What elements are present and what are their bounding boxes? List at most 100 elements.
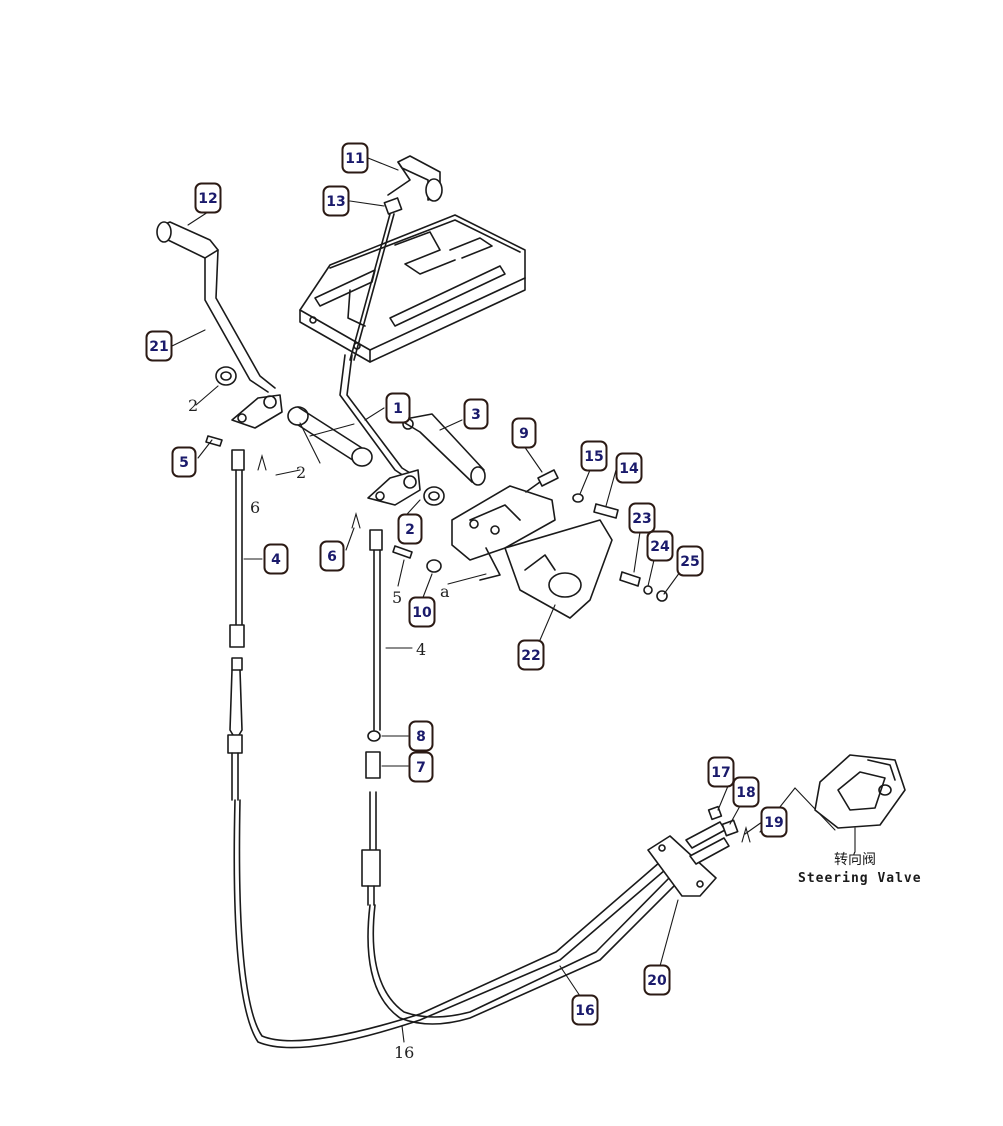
leader-lines — [171, 157, 763, 1043]
callout-17: 17 — [707, 756, 735, 788]
rod-left — [227, 449, 245, 801]
steering-valve-label-en: Steering Valve — [798, 871, 922, 886]
plain-label-5: 5 — [392, 588, 402, 607]
callout-number: 13 — [326, 194, 345, 210]
callout-number: 1 — [393, 401, 403, 417]
callout-10: 10 — [408, 596, 436, 628]
callout-number: 6 — [327, 549, 337, 565]
callout-13: 13 — [322, 185, 350, 217]
callout-number: 8 — [416, 729, 426, 745]
callout-12: 12 — [194, 182, 222, 214]
callout-box — [707, 756, 735, 788]
callout-14: 14 — [615, 452, 643, 484]
callout-box — [322, 185, 350, 217]
callout-box — [408, 720, 434, 752]
callout-box — [571, 994, 599, 1026]
callout-box — [171, 446, 197, 478]
cable-ends — [685, 787, 836, 865]
callout-number: 16 — [575, 1003, 594, 1019]
callout-8: 8 — [408, 720, 434, 752]
callout-box — [341, 142, 369, 174]
callout-25: 25 — [676, 545, 704, 577]
shaft-3 — [399, 413, 486, 486]
callout-box — [145, 330, 173, 362]
callout-box — [263, 543, 289, 575]
callout-number: 20 — [647, 973, 667, 989]
callout-6: 6 — [319, 540, 345, 572]
callout-19: 19 — [760, 806, 788, 838]
callout-3: 3 — [463, 398, 489, 430]
callout-1: 1 — [385, 392, 411, 424]
callout-number: 19 — [764, 815, 783, 831]
callout-number: 24 — [650, 539, 670, 555]
callout-15: 15 — [580, 440, 608, 472]
callout-20: 20 — [643, 964, 671, 996]
callout-box — [397, 513, 423, 545]
console-cover — [299, 214, 526, 363]
callout-9: 9 — [511, 417, 537, 449]
callout-number: 7 — [416, 760, 426, 776]
rod-center — [361, 529, 383, 906]
callout-box — [517, 639, 545, 671]
callout-11: 11 — [341, 142, 369, 174]
callout-number: 23 — [632, 511, 651, 527]
callout-number: 5 — [179, 455, 189, 471]
callout-box — [628, 502, 656, 534]
steering-valve — [814, 754, 906, 853]
callout-5: 5 — [171, 446, 197, 478]
callout-24: 24 — [646, 530, 674, 562]
callout-number: 22 — [521, 648, 540, 664]
callout-number: 21 — [149, 339, 168, 355]
callout-number: 9 — [519, 426, 529, 442]
plain-label-2-left: 2 — [188, 396, 198, 415]
bushings-2 — [215, 366, 445, 506]
callout-box — [194, 182, 222, 214]
callout-number: 3 — [471, 407, 481, 423]
steering-valve-label-cn: 转向阀 — [834, 852, 876, 868]
callout-4: 4 — [263, 543, 289, 575]
callout-box — [646, 530, 674, 562]
callout-box — [643, 964, 671, 996]
callout-box — [615, 452, 643, 484]
callout-2: 2 — [397, 513, 423, 545]
callout-number: 25 — [680, 554, 699, 570]
callout-box — [408, 751, 434, 783]
callout-box — [511, 417, 537, 449]
callout-22: 22 — [517, 639, 545, 671]
callout-number: 15 — [584, 449, 603, 465]
callout-number: 14 — [619, 461, 639, 477]
callout-box — [732, 776, 760, 808]
callout-7: 7 — [408, 751, 434, 783]
callout-23: 23 — [628, 502, 656, 534]
callout-number: 2 — [405, 522, 415, 538]
callout-box — [408, 596, 436, 628]
plain-label-a: a — [440, 582, 450, 601]
callout-box — [760, 806, 788, 838]
callout-box — [385, 392, 411, 424]
callout-number: 11 — [345, 151, 364, 167]
callout-number: 4 — [271, 552, 281, 568]
callout-18: 18 — [732, 776, 760, 808]
callout-number: 10 — [412, 605, 432, 621]
callout-21: 21 — [145, 330, 173, 362]
plate-20 — [647, 835, 717, 897]
plain-label-6: 6 — [250, 498, 260, 517]
lever-knob-11 — [349, 155, 443, 361]
callout-number: 18 — [736, 785, 755, 801]
lever-12-21 — [156, 221, 283, 429]
callout-box — [580, 440, 608, 472]
cables-16 — [233, 799, 681, 1049]
callout-box — [676, 545, 704, 577]
plain-label-16: 16 — [394, 1043, 414, 1062]
fasteners — [205, 435, 668, 602]
callout-number: 12 — [198, 191, 217, 207]
callout-box — [463, 398, 489, 430]
bracket-22 — [451, 485, 613, 619]
lever-shaft-1 — [339, 354, 421, 506]
callout-16: 16 — [571, 994, 599, 1026]
callout-box — [319, 540, 345, 572]
plain-label-2-center: 2 — [296, 463, 306, 482]
